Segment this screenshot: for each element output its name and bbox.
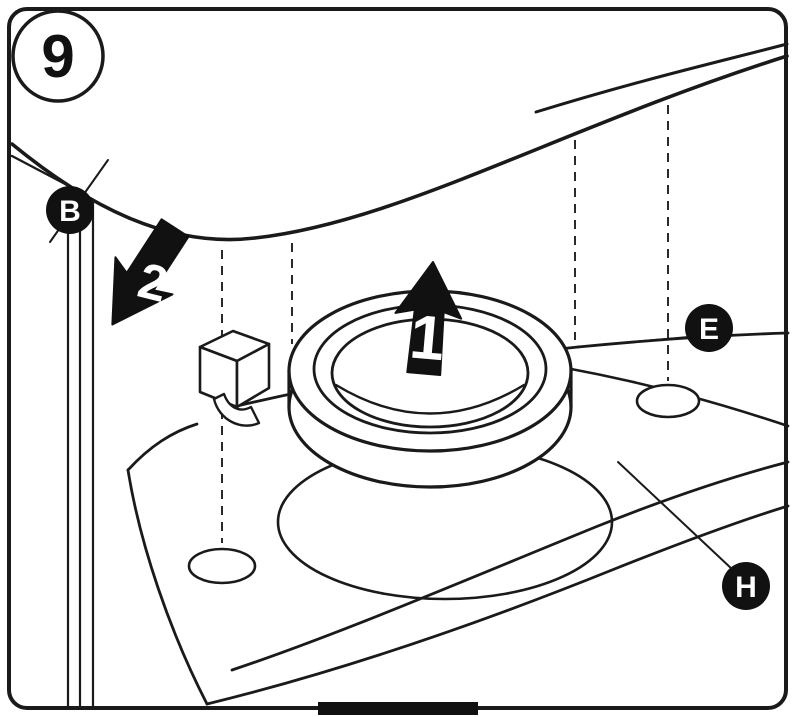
arrow-up-label: 1 — [407, 302, 447, 374]
callout-circle — [46, 186, 94, 234]
step-number-circle — [11, 9, 105, 103]
callout-circle — [722, 562, 770, 610]
plate-left-side-edge — [126, 468, 209, 706]
arrow-up-icon: 1 — [394, 261, 463, 377]
tank-edge-curve — [10, 54, 789, 242]
callout-letter: E — [699, 313, 719, 346]
step-number: 9 — [41, 23, 74, 90]
ring-bore-depth-arc — [334, 383, 526, 415]
clip-hook — [212, 392, 261, 427]
callout-circle — [685, 304, 733, 352]
clip-tab-side-face — [235, 342, 271, 409]
step-number-badge: 9 — [11, 9, 105, 103]
plate-front-edge-upper — [230, 460, 790, 672]
callout-B: B — [46, 159, 109, 243]
clip-tab — [198, 329, 271, 427]
mounting-hole-left — [187, 547, 257, 585]
callout-H: H — [617, 461, 770, 610]
callout-letter: H — [735, 571, 757, 604]
arrow-up-shape — [394, 261, 463, 377]
pipe-lines — [66, 186, 95, 708]
callout-letter: B — [59, 195, 81, 228]
plate-left-top-edge — [126, 422, 199, 472]
tank-edge-inner-curve — [534, 42, 789, 114]
callout-leader-line — [576, 335, 701, 348]
bottom-edge-bar — [318, 702, 478, 715]
callout-E: E — [576, 304, 733, 352]
plate-front-edge-lower — [205, 504, 790, 706]
arrow-down-left-icon: 2 — [111, 218, 190, 326]
callout-leader-line — [617, 461, 734, 571]
mounting-hole-right — [635, 383, 701, 419]
arrow-down-left-shape — [111, 218, 190, 326]
